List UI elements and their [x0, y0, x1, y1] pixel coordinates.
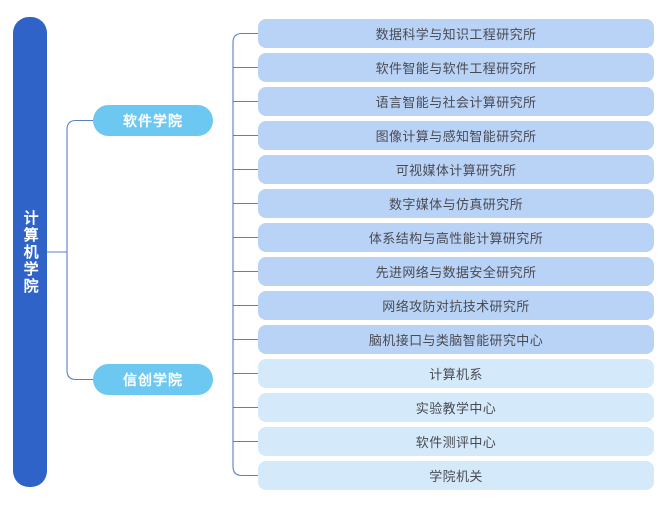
connector-level2-spine [66, 119, 93, 381]
leaf-node[interactable]: 软件测评中心 [258, 427, 654, 456]
level2-node-label: 软件学院 [123, 112, 183, 129]
leaf-node[interactable]: 软件智能与软件工程研究所 [258, 53, 654, 82]
leaf-node-label: 语言智能与社会计算研究所 [375, 95, 537, 110]
leaf-node[interactable]: 数据科学与知识工程研究所 [258, 19, 654, 48]
leaf-node-label: 计算机系 [429, 367, 483, 382]
leaf-node[interactable]: 数字媒体与仿真研究所 [258, 189, 654, 218]
leaf-node-label: 网络攻防对抗技术研究所 [382, 299, 530, 314]
leaf-node[interactable]: 网络攻防对抗技术研究所 [258, 291, 654, 320]
level2-node-software-college[interactable]: 软件学院 [93, 105, 213, 136]
leaf-node[interactable]: 图像计算与感知智能研究所 [258, 121, 654, 150]
leaf-node[interactable]: 先进网络与数据安全研究所 [258, 257, 654, 286]
leaf-node-label: 数字媒体与仿真研究所 [388, 197, 523, 212]
level2-node-label: 信创学院 [123, 371, 183, 388]
leaf-node-label: 体系结构与高性能计算研究所 [368, 231, 544, 246]
leaf-node-label: 学院机关 [429, 469, 483, 484]
root-node[interactable]: 计算机学院 [13, 17, 47, 487]
leaf-node-label: 数据科学与知识工程研究所 [375, 27, 537, 42]
leaf-node[interactable]: 可视媒体计算研究所 [258, 155, 654, 184]
leaf-node-label: 可视媒体计算研究所 [395, 163, 517, 178]
leaf-node[interactable]: 实验教学中心 [258, 393, 654, 422]
leaf-node-list: 数据科学与知识工程研究所软件智能与软件工程研究所语言智能与社会计算研究所图像计算… [258, 0, 654, 505]
leaf-node-label: 软件智能与软件工程研究所 [375, 61, 537, 76]
leaf-node-label: 实验教学中心 [415, 401, 497, 416]
leaf-node-label: 图像计算与感知智能研究所 [375, 129, 537, 144]
root-node-label: 计算机学院 [21, 209, 39, 295]
leaf-node[interactable]: 语言智能与社会计算研究所 [258, 87, 654, 116]
leaf-node[interactable]: 体系结构与高性能计算研究所 [258, 223, 654, 252]
leaf-node[interactable]: 脑机接口与类脑智能研究中心 [258, 325, 654, 354]
leaf-node-label: 先进网络与数据安全研究所 [375, 265, 537, 280]
level2-node-xinchuang-college[interactable]: 信创学院 [93, 364, 213, 395]
leaf-node-label: 脑机接口与类脑智能研究中心 [368, 333, 544, 348]
leaf-node[interactable]: 计算机系 [258, 359, 654, 388]
leaf-node-label: 软件测评中心 [415, 435, 497, 450]
leaf-node[interactable]: 学院机关 [258, 461, 654, 490]
connector-leaf-spine [232, 32, 258, 477]
